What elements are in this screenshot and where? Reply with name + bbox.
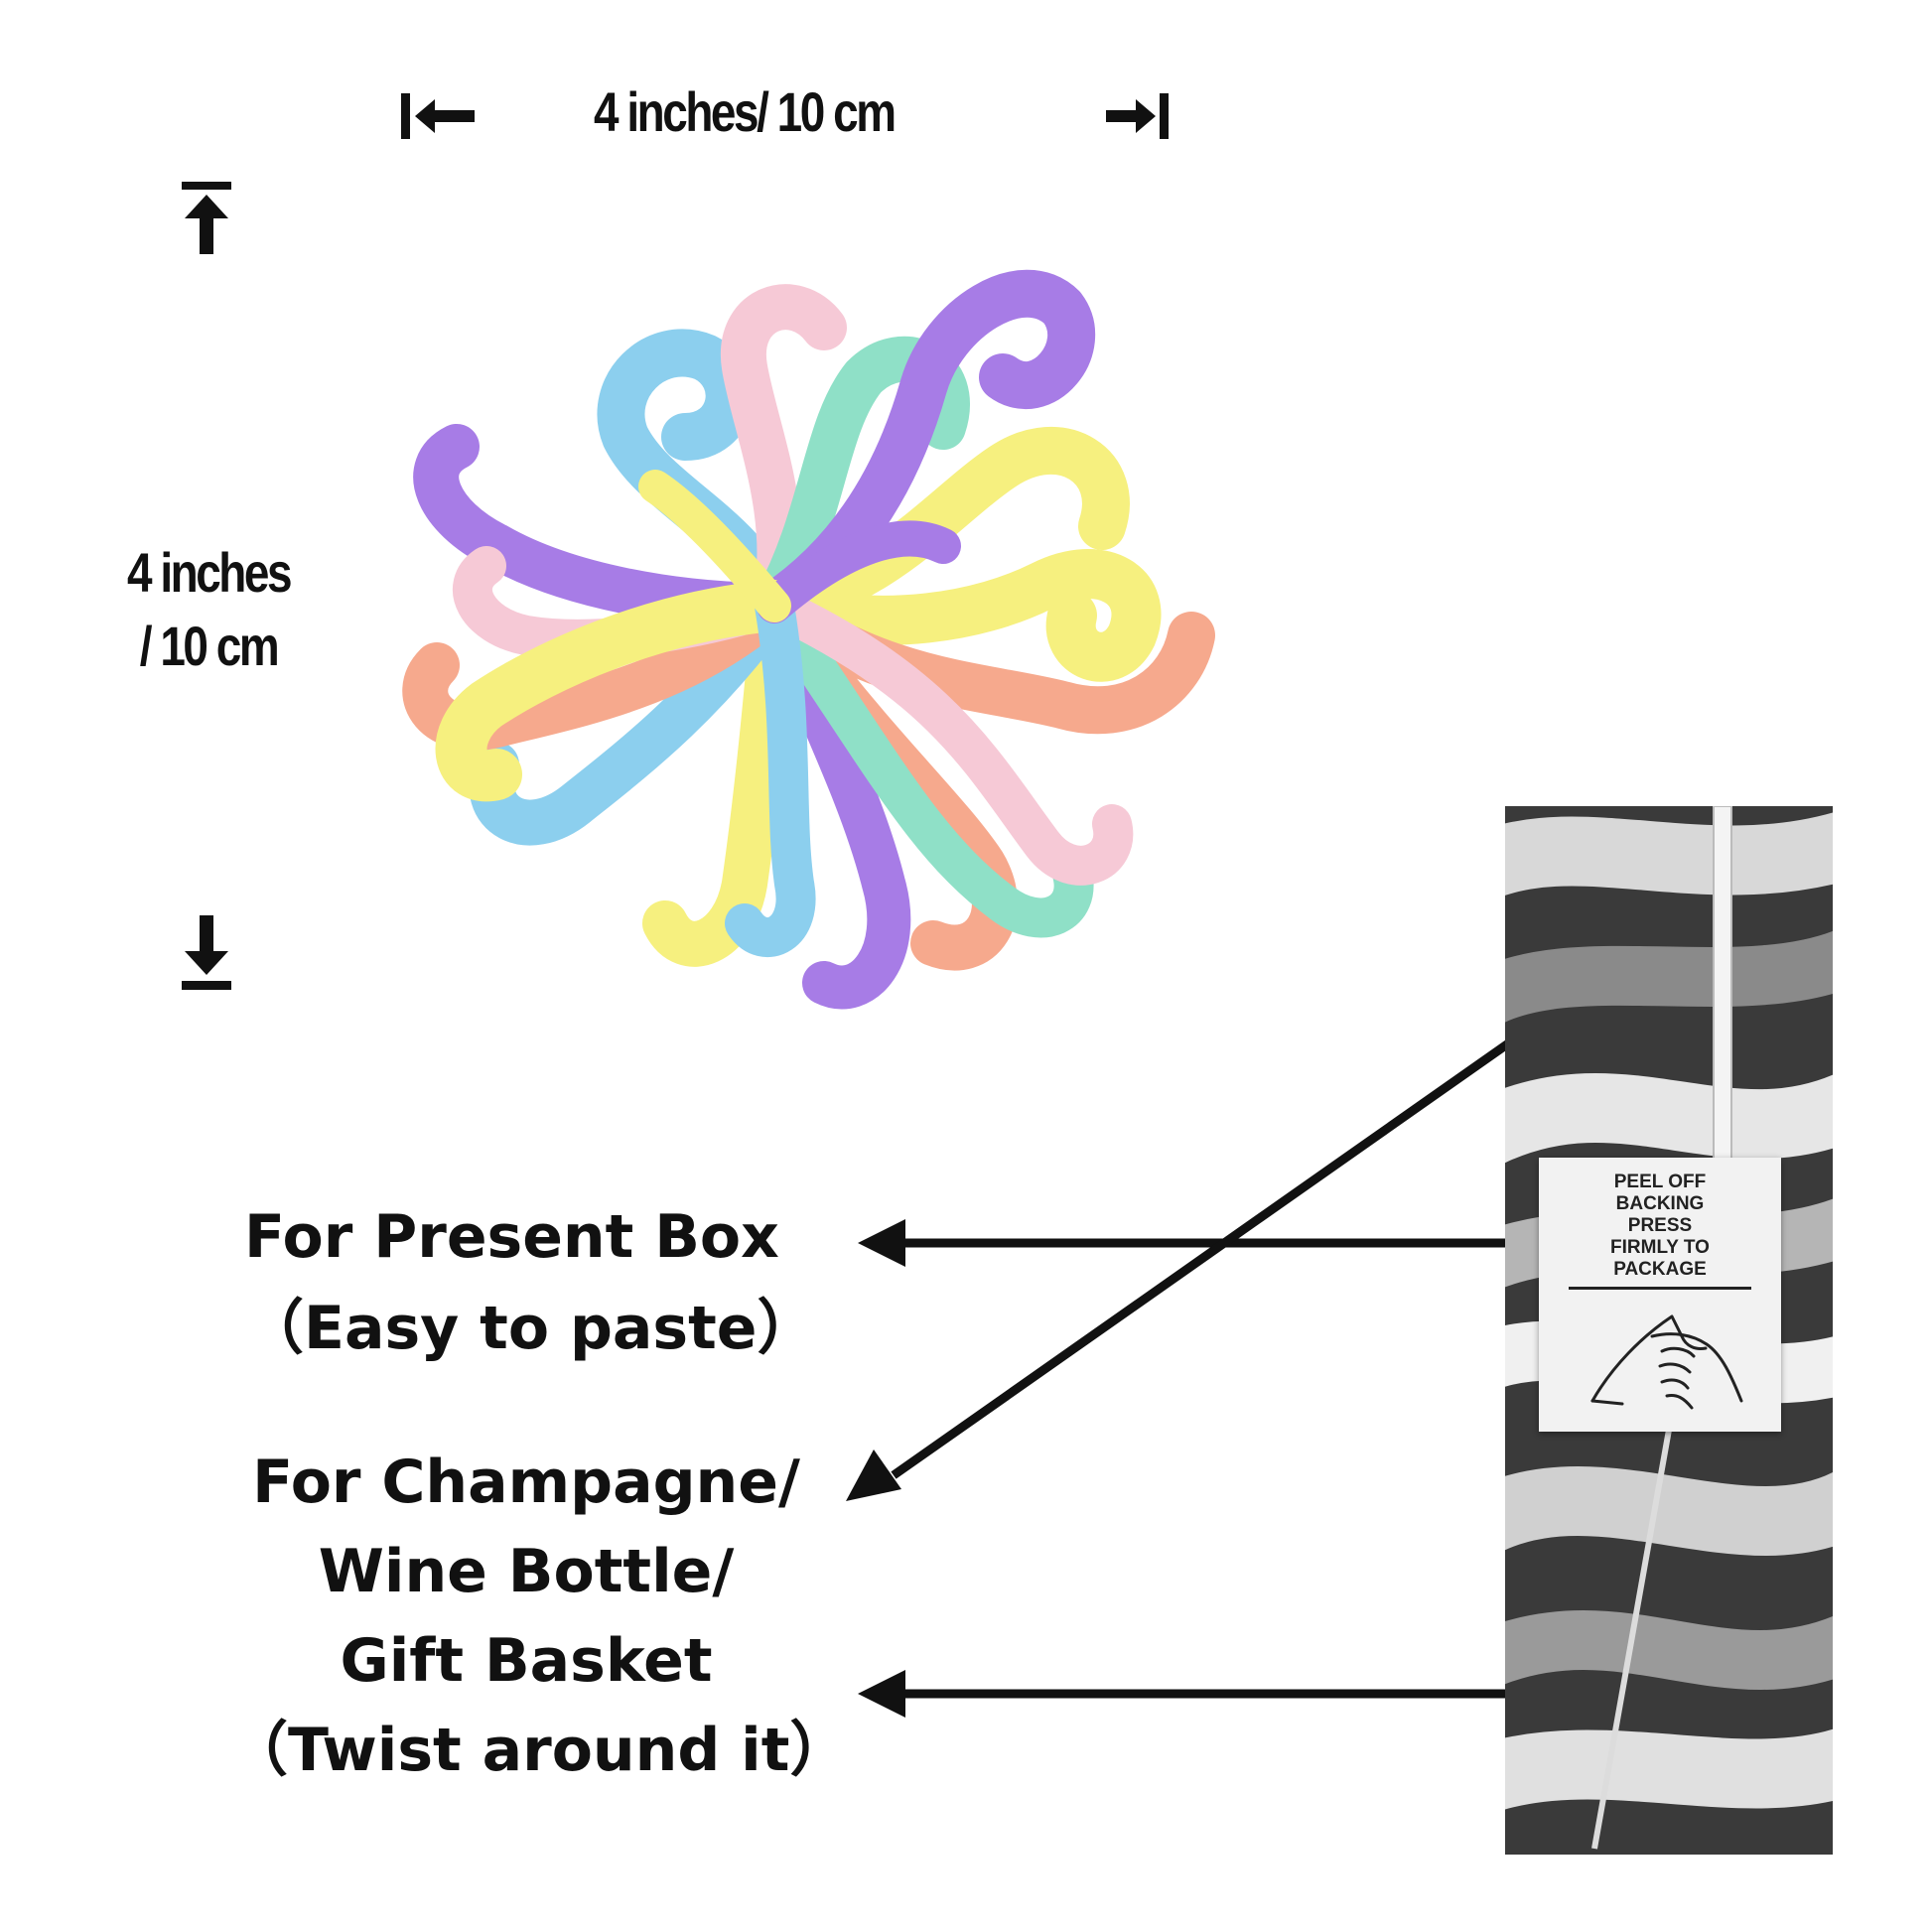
- arrow-left-bar-icon: [401, 93, 475, 139]
- arrowhead-bottle: [846, 1449, 901, 1501]
- arrow-right-bar-icon: [1106, 93, 1169, 139]
- arrow-up-bar-icon: [182, 182, 231, 254]
- sticker-text: PEEL OFF BACKING PRESS FIRMLY TO PACKAGE: [1539, 1172, 1781, 1281]
- bottle-line4: （Twist around it）: [228, 1716, 850, 1785]
- hand-press-icon: [1590, 1314, 1743, 1410]
- sticker-divider: [1569, 1287, 1751, 1290]
- height-bottom-marker: [181, 913, 232, 993]
- bottle-line1: For Champagne/: [252, 1448, 800, 1517]
- width-left-marker: [399, 91, 479, 141]
- height-dimension-label: 4 inches / 10 cm: [102, 536, 314, 683]
- width-dimension-label: 4 inches/ 10 cm: [594, 80, 897, 143]
- height-label-line1: 4 inches: [126, 541, 293, 604]
- arrowhead-present-box: [858, 1219, 905, 1267]
- product-back-photo: PEEL OFF BACKING PRESS FIRMLY TO PACKAGE: [1505, 806, 1833, 1855]
- twist-tie-strip: [1713, 806, 1732, 1165]
- bottle-line3: Gift Basket: [340, 1626, 713, 1696]
- height-top-marker: [181, 181, 232, 256]
- present-box-line1: For Present Box: [244, 1202, 779, 1272]
- peel-off-sticker: PEEL OFF BACKING PRESS FIRMLY TO PACKAGE: [1539, 1158, 1781, 1432]
- sticker-line5: PACKAGE: [1613, 1259, 1707, 1280]
- sticker-line1: PEEL OFF: [1613, 1172, 1707, 1192]
- sticker-line2: BACKING: [1615, 1193, 1705, 1214]
- curly-ribbon-bow-image: [328, 169, 1221, 1052]
- arrowhead-twist: [858, 1670, 905, 1718]
- bottle-line2: Wine Bottle/: [318, 1537, 735, 1606]
- sticker-line4: FIRMLY TO: [1610, 1237, 1710, 1258]
- present-box-line2: （Easy to paste）: [244, 1294, 817, 1363]
- sticker-line3: PRESS: [1627, 1215, 1693, 1236]
- height-label-line2: / 10 cm: [139, 615, 280, 677]
- arrow-down-bar-icon: [182, 915, 231, 990]
- width-right-marker: [1102, 91, 1172, 141]
- present-box-label: For Present Box （Easy to paste）: [244, 1191, 817, 1374]
- bottle-basket-label: For Champagne/ Wine Bottle/ Gift Basket …: [228, 1438, 850, 1795]
